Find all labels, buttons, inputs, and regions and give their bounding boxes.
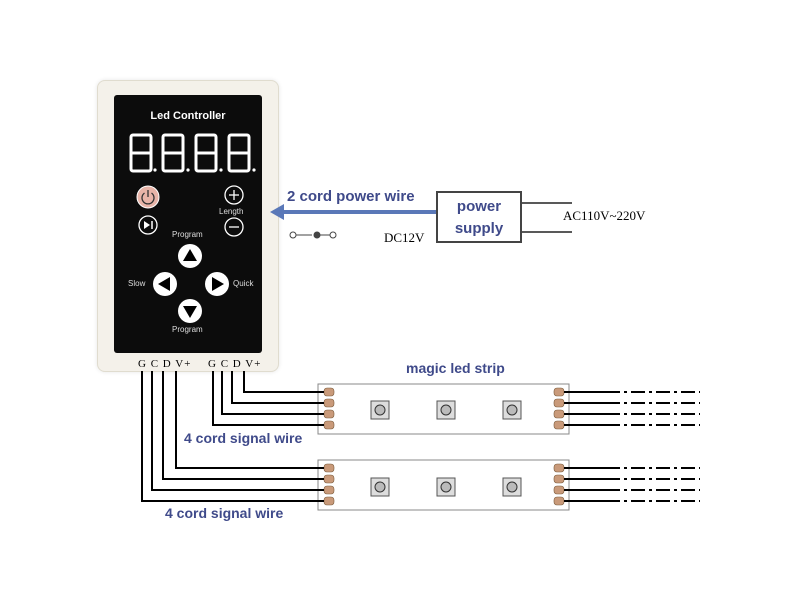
strip1-pin-st: St [338,411,346,420]
strip1-pin-li: Li [338,421,345,431]
strip2-pin-li: Li [338,496,345,506]
power-supply-label-line1: power [456,198,502,215]
strip2-output-pins: Do Co So Lo [541,465,551,507]
controller-title: Led Controller [150,110,226,122]
length-label: Length [219,207,244,216]
power-arrow-icon [270,204,436,220]
strip1-input-pins: Di Ci St Li [338,390,346,432]
strip2-pin-do: Do [541,465,552,474]
strip2-pin-di: Di [338,465,346,474]
strip2-input-pins: Di Ci St Li [338,465,346,507]
strip1-pads [323,387,565,430]
signal-wire-label-2: 4 cord signal wire [165,505,284,521]
power-supply-label-line2: supply [454,220,504,237]
output1-pin-labels: G C D V+ [138,358,192,370]
strip2-pin-co: Co [541,475,552,485]
ac-voltage-label: AC110V~220V [563,208,646,223]
strip1-leds [370,400,522,420]
strip1-pin-ci: Ci [338,400,346,410]
power-supply-box: power supply [436,191,522,243]
strip1-pin-co: Co [541,400,552,410]
quick-label: Quick [233,279,254,288]
output2-pin-labels: G C D V+ [208,358,262,370]
dc-voltage-label: DC12V [384,230,425,245]
dc-plug-icon [289,231,337,239]
led-strip-2 [317,459,570,511]
strip1-pin-lo: Lo [541,421,550,431]
led-strip-1 [317,383,570,435]
signal-wire-label-1: 4 cord signal wire [184,430,303,446]
signal-wires-strip1 [212,371,324,426]
magic-led-strip-title: magic led strip [406,360,505,376]
program-down-label: Program [172,325,203,334]
program-up-label: Program [172,230,203,239]
strip1-pin-so: So [541,411,551,420]
strip2-pads [323,463,565,506]
strip1-output-pins: Do Co So Lo [541,390,551,432]
strip2-pin-lo: Lo [541,496,550,506]
strip2-leds [370,477,522,497]
strip1-pin-di: Di [338,390,346,399]
strip2-pin-ci: Ci [338,475,346,485]
strip2-pin-so: So [541,486,551,495]
slow-label: Slow [128,279,146,288]
power-wire-label: 2 cord power wire [287,188,415,205]
strip2-pin-st: St [338,486,346,495]
led-controller-panel [114,95,262,353]
output-wires-strip1 [564,391,700,426]
output-wires-strip2 [564,467,700,502]
strip1-pin-do: Do [541,390,552,399]
